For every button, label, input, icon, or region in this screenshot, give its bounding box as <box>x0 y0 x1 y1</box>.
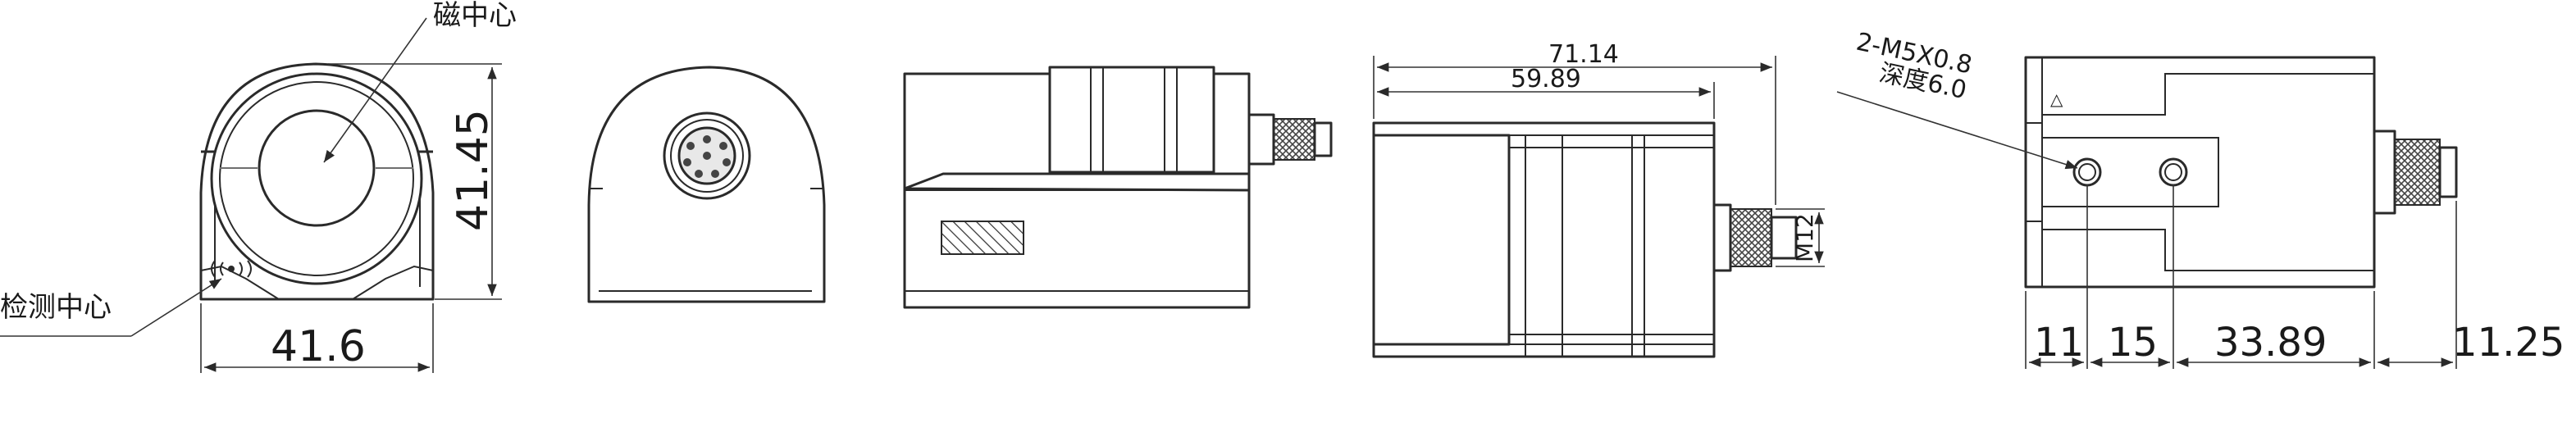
bottom-connector <box>2373 130 2458 215</box>
magnetic-center-label: 磁中心 <box>433 0 517 32</box>
overall-length-dim: 71.14 <box>1548 40 1619 69</box>
top-view: 71.14 59.89 M12 <box>1372 40 1825 358</box>
hole-note-leader <box>1836 91 2078 170</box>
mount-hole-2 <box>2159 157 2188 187</box>
height-dim: 41.45 <box>449 109 498 231</box>
top-sensing-head <box>1372 134 1511 346</box>
m12-connector-socket <box>663 111 751 200</box>
dim-11: 11 <box>2034 320 2084 366</box>
side-ledge <box>903 172 1251 192</box>
bottom-view: △ 2-M5X0.8 深度6.0 11 15 33.89 11.25 <box>1836 28 2565 369</box>
detection-center-icon <box>211 260 252 278</box>
detection-center-leader <box>130 278 222 337</box>
side-top-block <box>1048 66 1215 174</box>
front-view: 磁中心 检测中心 41.45 41.6 <box>0 0 517 373</box>
thread-dim: M12 <box>1791 213 1818 262</box>
dim-15: 15 <box>2108 320 2158 366</box>
svg-text:△: △ <box>2050 89 2063 109</box>
side-connector <box>1247 113 1333 166</box>
dim-11-25: 11.25 <box>2452 320 2565 366</box>
width-dim: 41.6 <box>271 322 366 371</box>
magnetic-center-leader <box>323 17 427 163</box>
side-view <box>903 66 1333 309</box>
detection-center-label: 检测中心 <box>0 291 112 324</box>
top-connector <box>1712 203 1798 272</box>
body-length-dim: 59.89 <box>1511 65 1581 93</box>
magnetic-center-circle <box>258 109 376 227</box>
side-label-hatch <box>941 221 1024 255</box>
dim-33-89: 33.89 <box>2214 320 2327 366</box>
mount-hole-1 <box>2072 157 2102 187</box>
sensing-face-ring <box>219 81 414 276</box>
rear-view <box>587 66 826 303</box>
bottom-mount-slot <box>2042 137 2219 207</box>
